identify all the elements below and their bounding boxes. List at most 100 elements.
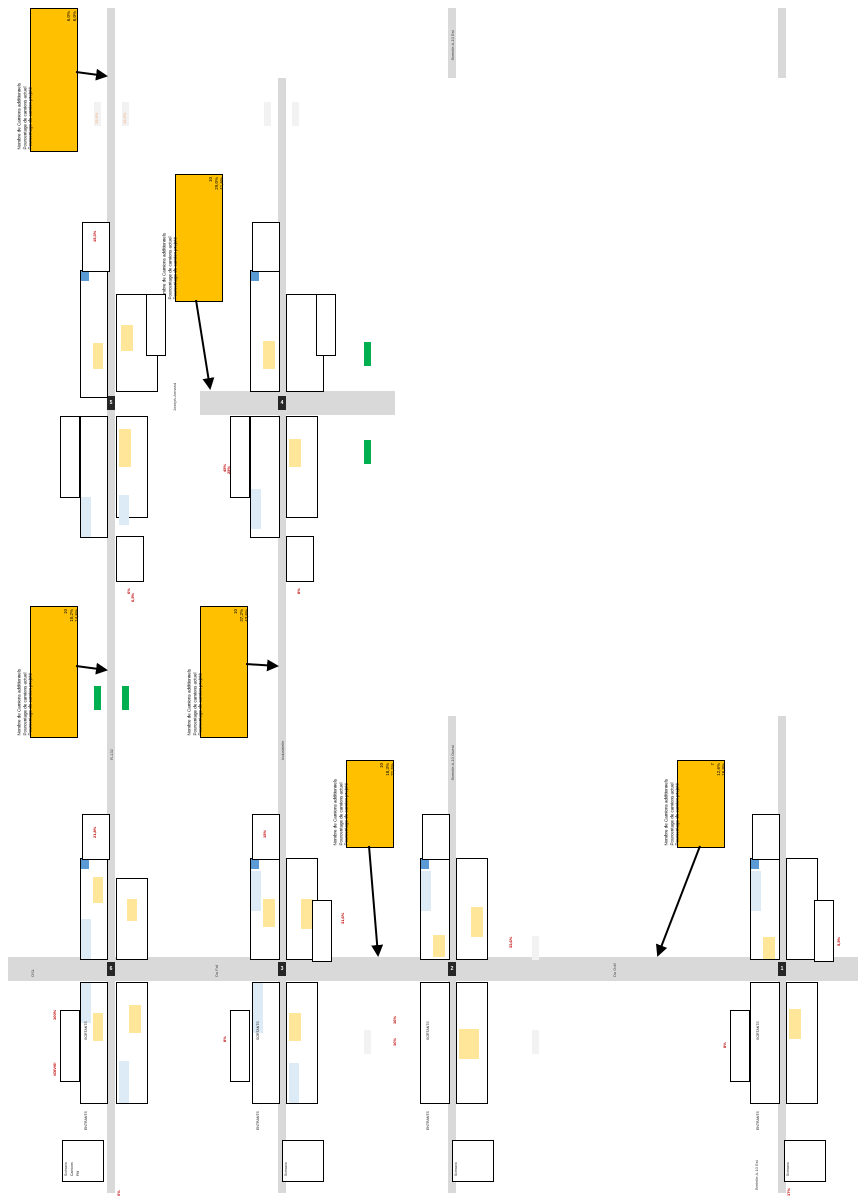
label-entrants-4: ENTRANTS xyxy=(756,1111,760,1130)
label-dugolf: Du Golf xyxy=(612,963,617,977)
label-osl: OSL xyxy=(30,968,35,977)
label-bretelle-est-bottom: Bretelle A-10 Est xyxy=(754,1160,759,1190)
scenario-table-20 xyxy=(146,294,166,356)
scenario-table-2 xyxy=(282,1140,324,1182)
scenario-table-6 xyxy=(252,814,280,860)
scenario-table-12 xyxy=(286,536,314,582)
label-entrants-3: ENTRANTS xyxy=(426,1111,430,1130)
count-block-node3-south xyxy=(252,982,280,1104)
road-bretelle-est-bottom xyxy=(778,716,786,1193)
label-joseph-armand: Joseph-Armand xyxy=(172,382,177,411)
label-scenario-2: Scénario xyxy=(284,1162,288,1176)
arrow-callout-node1 xyxy=(655,845,701,957)
scenario-table-14 xyxy=(230,1010,250,1082)
scenario-table-3 xyxy=(452,1140,494,1182)
road-industrielle xyxy=(278,78,286,1193)
node-5: 5 xyxy=(107,396,115,410)
count-block-node6-west xyxy=(116,878,148,960)
faint-marker-7 xyxy=(532,1030,539,1054)
scenario-table-21 xyxy=(316,294,336,356)
road-bretelle-ouest xyxy=(448,716,456,1193)
scenario-table-19 xyxy=(230,416,250,498)
pct-55: 5,5% xyxy=(836,936,841,946)
count-block-node3-east xyxy=(286,982,318,1104)
pct-err: #DIV/0! xyxy=(52,1062,57,1076)
scenario-table-13 xyxy=(60,1010,80,1082)
label-sortants-2: SORTANTS xyxy=(256,1021,260,1040)
node-1: 1 xyxy=(778,962,786,976)
label-entrants-1: ENTRANTS xyxy=(84,1111,88,1130)
callout-node-2: Nombre de Camions additionnels Pourcenta… xyxy=(333,760,395,848)
count-block-node1-east xyxy=(786,982,818,1104)
label-dufaf: Du Faf xyxy=(214,964,219,977)
road-dugolf xyxy=(8,957,858,981)
pct-8a: 8% xyxy=(222,1036,227,1042)
pct-8c: 8% xyxy=(296,588,301,594)
node-6: 6 xyxy=(107,962,115,976)
count-block-node3-north xyxy=(250,858,280,960)
pct-65: 6,5% xyxy=(130,592,135,602)
label-bretelle-ouest: Bretelle A-10 Ouest xyxy=(450,745,455,780)
faint-marker-1 xyxy=(94,102,101,126)
count-block-node1-south xyxy=(750,982,780,1104)
pct-100: 100% xyxy=(52,1009,57,1020)
node-3: 3 xyxy=(278,962,286,976)
road-joseph-armand xyxy=(200,391,395,415)
green-marker-2 xyxy=(122,686,129,710)
scenario-table-18 xyxy=(60,416,80,498)
label-pm-1: PM xyxy=(76,1170,80,1176)
arrow-callout-industrielle xyxy=(245,659,279,672)
callout-labels: Nombre de Camions additionnels Pourcenta… xyxy=(332,778,349,845)
node-4: 4 xyxy=(278,396,286,410)
pct-or1: 19,6% xyxy=(94,112,99,124)
faint-marker-6 xyxy=(532,936,539,960)
count-block-node4-east xyxy=(286,416,318,518)
faint-marker-5 xyxy=(364,1030,371,1054)
pct-336: 33,6% xyxy=(508,936,513,948)
arrow-callout-joseph xyxy=(195,299,215,390)
label-scenario-4: Scénario xyxy=(786,1162,790,1176)
count-block-node6-north xyxy=(80,858,108,960)
label-sortants-4: SORTANTS xyxy=(756,1021,760,1040)
scenario-table-11 xyxy=(116,536,144,582)
arrow-callout-top xyxy=(75,68,108,81)
callout-industrielle: Nombre de Camions additionnels Pourcenta… xyxy=(187,606,249,738)
label-r132: R-132 xyxy=(109,749,114,760)
arrow-callout-node2 xyxy=(368,845,384,957)
pct-17: 17% xyxy=(786,1187,791,1196)
count-block-node4-south xyxy=(250,416,280,538)
count-block-node5-south xyxy=(80,416,108,538)
pct-15: 15% xyxy=(262,829,267,838)
scenario-table-9 xyxy=(82,222,110,272)
label-industrielle: Industrielle xyxy=(280,740,285,760)
pct-218: 21,8% xyxy=(92,826,97,838)
count-block-node1-west xyxy=(786,858,818,960)
scenario-table-16 xyxy=(312,900,332,962)
scenario-table-8 xyxy=(752,814,780,860)
count-block-node2-west xyxy=(456,858,488,960)
scenario-table-7 xyxy=(422,814,450,860)
faint-marker-2 xyxy=(122,102,129,126)
count-block-node4-north xyxy=(250,270,280,392)
label-bretelle-est-top: Bretelle A-10 Est xyxy=(450,30,455,60)
count-block-node6-south xyxy=(80,982,108,1104)
pct-or2: 19,6% xyxy=(122,112,127,124)
label-scenario-3: Scénario xyxy=(454,1162,458,1176)
label-entrants-2: ENTRANTS xyxy=(256,1111,260,1130)
pct-153: 15,3% xyxy=(92,230,97,242)
green-marker-4 xyxy=(364,440,371,464)
count-block-node5-north xyxy=(80,270,108,398)
count-block-node5-east xyxy=(116,416,148,525)
road-r132 xyxy=(107,8,115,1193)
count-block-node2-east xyxy=(456,982,488,1104)
green-marker-3 xyxy=(364,342,371,366)
road-bretelle-est-top xyxy=(448,8,456,78)
pct-8b: 8% xyxy=(722,1042,727,1048)
callout-r132: Nombre de Camions additionnels Pourcenta… xyxy=(17,606,79,738)
scenario-table-17 xyxy=(814,900,834,962)
label-scenario-1: Scénario xyxy=(64,1162,68,1176)
road-right-top xyxy=(778,8,786,78)
arrow-callout-r132 xyxy=(75,662,108,675)
scenario-table-4 xyxy=(784,1140,826,1182)
faint-marker-3 xyxy=(264,102,271,126)
